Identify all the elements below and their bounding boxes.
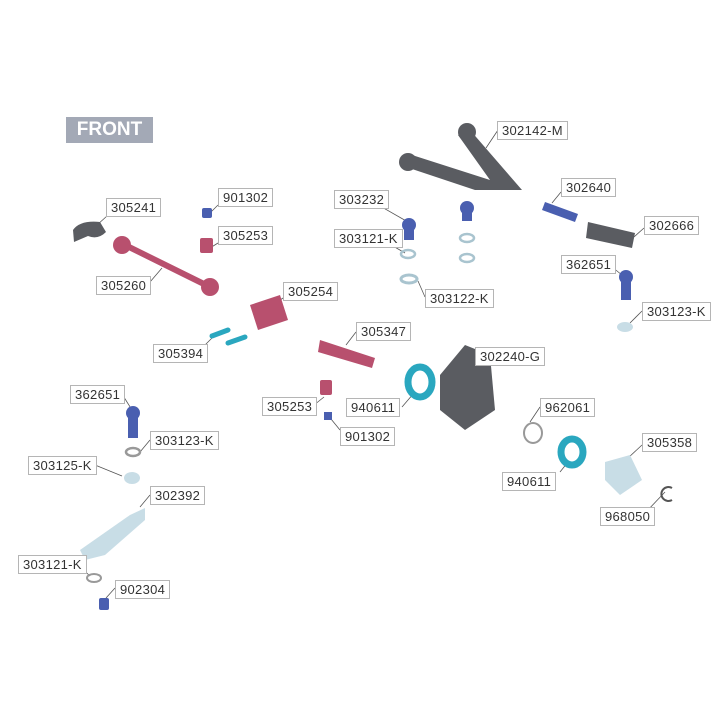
- part-label: 302392: [150, 486, 206, 505]
- part-label: 303125-K: [28, 456, 97, 475]
- part-label: 305260: [96, 276, 152, 295]
- part-label: 962061: [540, 398, 596, 417]
- part-label: 940611: [502, 472, 557, 491]
- part-label: 901302: [218, 188, 274, 207]
- part-label: 302640: [561, 178, 617, 197]
- part-label: 305394: [153, 344, 209, 363]
- part-label: 302240-G: [475, 347, 546, 366]
- part-label: 305254: [283, 282, 339, 301]
- part-label: 303121-K: [334, 229, 403, 248]
- part-label: 303123-K: [150, 431, 219, 450]
- part-label: 303122-K: [425, 289, 494, 308]
- part-label: 901302: [340, 427, 396, 446]
- part-label: 902304: [115, 580, 171, 599]
- part-label: 362651: [70, 385, 126, 404]
- part-label: 305253: [262, 397, 318, 416]
- part-label: 302142-M: [497, 121, 568, 140]
- part-label: 305358: [642, 433, 698, 452]
- part-label: 305253: [218, 226, 274, 245]
- part-label: 303123-K: [642, 302, 711, 321]
- part-label: 940611: [346, 398, 401, 417]
- front-label: FRONT: [66, 117, 153, 143]
- part-label: 302666: [644, 216, 700, 235]
- part-label: 303232: [334, 190, 390, 209]
- part-label: 305241: [106, 198, 162, 217]
- part-shapes: [73, 123, 673, 610]
- part-label: 362651: [561, 255, 617, 274]
- part-label: 305347: [356, 322, 412, 341]
- part-label: 968050: [600, 507, 656, 526]
- part-label: 303121-K: [18, 555, 87, 574]
